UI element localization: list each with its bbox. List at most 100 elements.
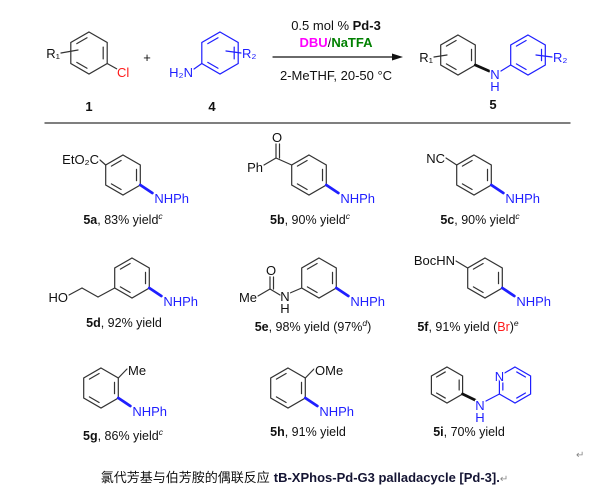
double-bond [515, 39, 527, 47]
compound-number: 5f [417, 320, 429, 334]
bond [289, 287, 303, 294]
nhph-group: NHPh [350, 294, 385, 309]
double-bond [435, 392, 446, 399]
oxygen-label: O [266, 263, 276, 278]
compound-number: 5a [83, 213, 98, 227]
double-bond [275, 396, 287, 404]
wedge-bond [138, 183, 154, 195]
benzene-ring [114, 257, 150, 299]
bond [263, 157, 277, 166]
double-bond [207, 61, 219, 69]
paragraph-mark: ↵ [499, 474, 509, 485]
hydrogen-label: H [475, 410, 484, 425]
compound-label-5e: 5e, 98% yield (97%d) [255, 316, 372, 334]
wedge-bond [473, 63, 491, 73]
nhph-group: NHPh [340, 191, 375, 206]
compound-number: 5g [83, 429, 98, 443]
bond [68, 287, 83, 296]
bond [304, 368, 315, 379]
compound-label-5h: 5h, 91% yield [270, 425, 346, 439]
additive-name: NaTFA [331, 35, 373, 50]
compound-label-5b: 5b, 90% yieldc [270, 209, 350, 227]
double-bond [516, 392, 527, 399]
nitrogen-label: N [490, 67, 499, 82]
compound-5i: NHN [430, 366, 532, 427]
chloride-label: Cl [117, 65, 129, 80]
bond [500, 64, 512, 72]
bond [535, 54, 553, 58]
footnote-mark: c [158, 427, 163, 437]
separator: / [328, 35, 332, 50]
double-bond [119, 262, 131, 270]
nhph-group: NHPh [516, 294, 551, 309]
double-bond [76, 61, 88, 69]
boc-amine-label: BocHN [414, 253, 455, 268]
nitrogen-label: N [475, 398, 484, 413]
double-bond [445, 39, 457, 47]
double-bond [110, 159, 122, 167]
bond [433, 54, 448, 58]
compound-number: 1 [85, 99, 92, 114]
bond [485, 393, 501, 402]
bond [455, 260, 469, 269]
yield-text: ) [509, 320, 514, 334]
double-bond [296, 183, 308, 191]
wedge-bond [334, 286, 350, 298]
r2-substituent: R₂ [242, 46, 256, 61]
benzene-ring [456, 154, 492, 196]
double-bond [461, 183, 473, 191]
footnote-mark: e [513, 318, 519, 328]
hydroxyl-label: HO [49, 290, 69, 305]
base-additive: DBU/NaTFA [300, 35, 374, 50]
nhph-group: NHPh [505, 191, 540, 206]
compound-number: 5 [489, 97, 496, 112]
amine-label: H₂N [169, 65, 193, 80]
nhph-group: NHPh [319, 404, 354, 419]
methyl-label: Me [128, 363, 146, 378]
compound-number: 5h [270, 425, 285, 439]
bond [269, 288, 281, 296]
double-bond [275, 372, 287, 380]
double-bond [472, 262, 484, 270]
nitrogen-label: N [280, 289, 289, 304]
yield-text: , 83% yield [97, 213, 159, 227]
compound-number: 5c [440, 213, 455, 227]
caption-english: tB-XPhos-Pd-G3 palladacycle [Pd-3]. [273, 470, 500, 485]
wedge-bond [303, 396, 319, 408]
r1-substituent: R₁ [419, 50, 433, 65]
bond [445, 157, 458, 166]
halogen-note: Br [497, 320, 510, 334]
solvent-temperature: 2-MeTHF, 20-50 °C [280, 68, 392, 83]
double-bond [207, 37, 219, 45]
catalyst-loading: 0.5 mol % Pd-3 [291, 18, 381, 33]
bond [257, 288, 271, 297]
nhph-group: NHPh [163, 294, 198, 309]
benzene-ring [498, 366, 532, 404]
compound-label-5i: 5i, 70% yield [433, 425, 505, 439]
compound-number: 5d [86, 316, 101, 330]
base-name: DBU [300, 35, 328, 50]
yield-text: , 91% yield ( [428, 320, 498, 334]
benzene-ring [440, 34, 476, 76]
double-bond [306, 262, 318, 270]
wedge-bond [116, 396, 132, 408]
yield-text: , 92% yield [100, 316, 162, 330]
double-bond [88, 372, 100, 380]
hydrogen-label: H [490, 79, 499, 94]
double-bond [435, 371, 446, 378]
double-bond [306, 286, 318, 294]
double-bond [445, 63, 457, 71]
compound-5f: BocHN NHPh [412, 252, 552, 311]
benzene-ring [201, 31, 239, 75]
ester-group: EtO₂C [62, 152, 99, 167]
bond [275, 157, 293, 166]
double-bond [110, 183, 122, 191]
